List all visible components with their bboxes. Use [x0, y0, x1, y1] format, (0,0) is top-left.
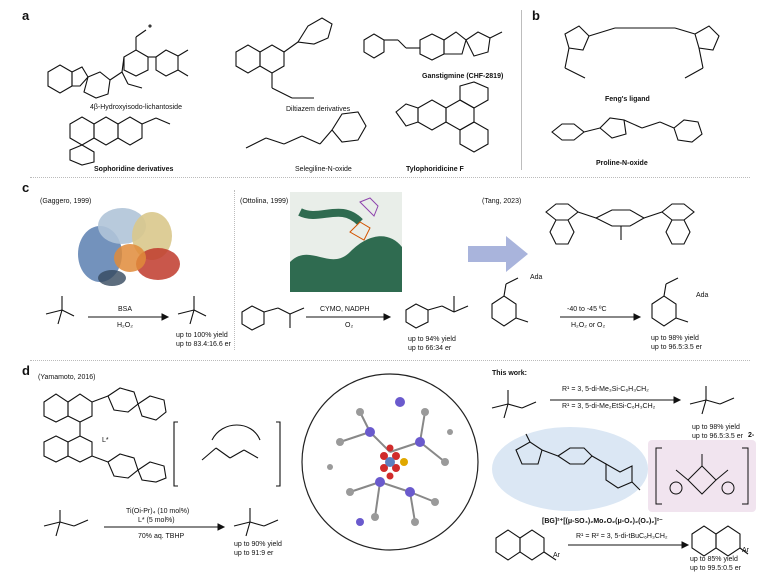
reference-gaggero: (Gaggero, 1999) [40, 198, 92, 205]
panel-label-c: c [22, 180, 30, 195]
substrate-amine-d2 [491, 390, 537, 419]
reaction-arrow-d1 [104, 523, 226, 531]
cation-highlight-ellipse [492, 427, 648, 511]
product-n-oxide-c3 [651, 277, 689, 327]
yield-d3: up to 85% yield [690, 556, 738, 563]
product-n-oxide-c2 [405, 296, 469, 329]
product-tetrahydroisoquinoline-n-oxide [691, 525, 749, 557]
divider-a-b [521, 10, 522, 170]
reaction-arrow-c3 [560, 313, 642, 321]
enzyme-structure-cymo [290, 192, 402, 292]
molecule-sophoridine-derivative [69, 116, 171, 166]
reaction-arrow-c2 [306, 313, 392, 321]
reaction-arrow-c1 [88, 313, 170, 321]
product-n-oxide-c1 [177, 296, 207, 325]
ada-label-substrate: Ada [530, 274, 543, 281]
condition-temperature: -40 to -45 ºC [567, 306, 607, 313]
yield-c2: up to 94% yield [408, 336, 456, 343]
condition-cymo: CYMO, NADPH [320, 306, 370, 313]
ar-label-substrate: Ar [553, 552, 560, 559]
molecule-diltiazem-derivative [235, 17, 333, 99]
yield-d1: up to 90% yield [234, 541, 282, 548]
condition-bsa: BSA [118, 306, 133, 313]
reference-ottolina: (Ottolina, 1999) [240, 198, 289, 205]
condition-h2o2: H₂O₂ [117, 322, 133, 329]
ada-label-product: Ada [696, 292, 709, 299]
er-c3: up to 96.5:3.5 er [651, 344, 702, 351]
substituent-definition-3: R¹ = R² = 3, 5-di-tBuC₆H₃CH₂ [576, 533, 668, 540]
panel-label-b: b [532, 8, 540, 23]
bisguanidinium-cation [515, 433, 641, 491]
molecule-selegiline-n-oxide [245, 111, 367, 149]
product-n-oxide-d1 [233, 508, 279, 537]
crystal-structure-image [301, 373, 479, 551]
substituent-definition-1: R¹ = 3, 5-di-Me₃Si-C₆H₃CH₂ [562, 386, 649, 393]
substrate-amine-d1 [43, 510, 89, 537]
anion-highlight-box [648, 440, 756, 512]
panel-label-d: d [22, 363, 30, 378]
er-d1: up to 91:9 er [234, 550, 274, 557]
er-c1: up to 83.4:16.6 er [176, 341, 231, 348]
molecule-hydroxyisodolichantoside [47, 24, 189, 99]
substrate-tetrahydroisoquinoline [495, 529, 557, 561]
substrate-amine-c1 [45, 296, 75, 325]
er-d3: up to 99.5:0.5 er [690, 565, 741, 572]
reaction-arrow-d3 [568, 541, 690, 549]
molecule-fengs-ligand [564, 25, 720, 79]
compound-label-hydroxyisodolichantoside: 4β-Hydroxyisodo-lichantoside [90, 104, 182, 111]
anion-charge: 2- [748, 432, 755, 439]
compound-label-tylophoridicine: Tylophoridicine F [406, 166, 464, 173]
divider-ab-c [30, 177, 750, 178]
product-n-oxide-d2 [689, 386, 735, 415]
substrate-amine-c2 [241, 305, 305, 331]
molecule-ganstigmine [363, 31, 503, 61]
molecule-proline-n-oxide [551, 117, 703, 143]
reaction-arrow-d2 [550, 396, 682, 404]
condition-tbhp: 70% aq. TBHP [138, 533, 185, 540]
large-arrow-icon [468, 236, 528, 272]
catalyst-formula: [BG]²⁺[(μ-SO₄)₂Mo₂O₂(μ-O₂)₂(O₂)₂]²⁻ [542, 518, 663, 525]
protein-structure-bsa [78, 208, 180, 286]
substituent-definition-2: R¹ = 3, 5-di-Me₂EtSi-C₆H₃CH₂ [562, 403, 656, 410]
condition-ligand-loading: L* (5 mol%) [138, 517, 175, 524]
condition-ti-catalyst: Ti(Oi-Pr)₄ (10 mol%) [126, 508, 190, 515]
compound-label-sophoridine: Sophoridine derivatives [94, 166, 174, 173]
condition-o2: O₂ [345, 322, 354, 329]
ligand-structure-l-star [43, 387, 167, 483]
condition-h2o2-or-o2: H₂O₂ or O₂ [571, 322, 606, 329]
ar-label-product: Ar [742, 547, 749, 554]
substrate-amine-c3 [491, 277, 529, 327]
reference-tang: (Tang, 2023) [482, 198, 522, 205]
yield-c3: up to 98% yield [651, 335, 699, 342]
er-d2: up to 96.5:3.5 er [692, 433, 743, 440]
divider-c1-c2 [234, 190, 235, 350]
panel-label-a: a [22, 8, 30, 23]
yield-c1: up to 100% yield [176, 332, 228, 339]
ligand-label-proline: Proline-N-oxide [596, 160, 648, 167]
er-c2: up to 66:34 er [408, 345, 452, 352]
molecule-tylophoridicine-f [395, 81, 489, 153]
ligand-label-l-star: L* [102, 437, 109, 444]
divider-c-d [30, 360, 750, 361]
transition-state-bracket [173, 421, 281, 487]
ligand-label-feng: Feng's ligand [605, 96, 650, 103]
this-work-label: This work: [492, 370, 528, 377]
reference-yamamoto: (Yamamoto, 2016) [38, 374, 96, 381]
yield-d2: up to 98% yield [692, 424, 740, 431]
compound-label-diltiazem: Diltiazem derivatives [286, 106, 351, 113]
compound-label-selegiline: Selegiline-N-oxide [295, 166, 352, 173]
catalyst-barbiturate [545, 203, 695, 245]
compound-label-ganstigmine: Ganstigmine (CHF-2819) [422, 73, 504, 80]
